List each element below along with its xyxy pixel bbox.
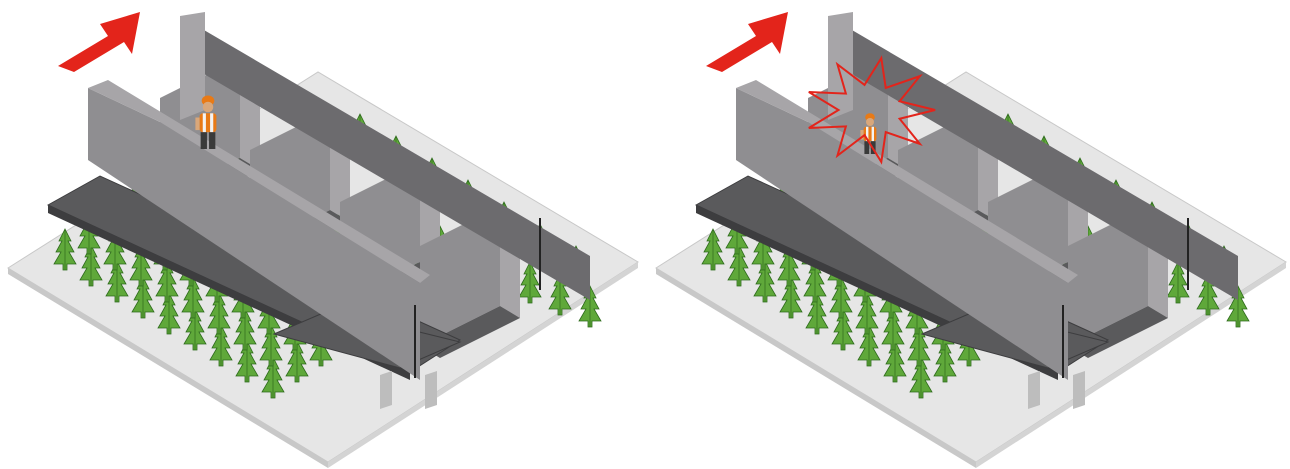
room-wall <box>420 206 500 346</box>
support-post <box>1073 371 1085 409</box>
room-wall <box>1068 206 1148 346</box>
direction-arrow-icon <box>706 12 788 72</box>
front-wall-face <box>736 88 1068 380</box>
support-post <box>380 371 392 409</box>
back-wall-top <box>180 16 590 300</box>
impact-burst-icon <box>808 55 936 165</box>
front-wall-top <box>736 80 1078 283</box>
front-wall-top <box>88 80 430 283</box>
back-wall-top <box>828 16 1238 300</box>
scene-right <box>655 12 1287 468</box>
back-wall-end <box>180 12 205 120</box>
ground-edge <box>656 268 976 468</box>
front-wall-face <box>88 88 420 380</box>
support-post <box>1028 371 1040 409</box>
scene-left <box>7 12 639 468</box>
direction-arrow-icon <box>58 12 140 72</box>
support-post <box>425 371 437 409</box>
ground-edge <box>8 268 328 468</box>
